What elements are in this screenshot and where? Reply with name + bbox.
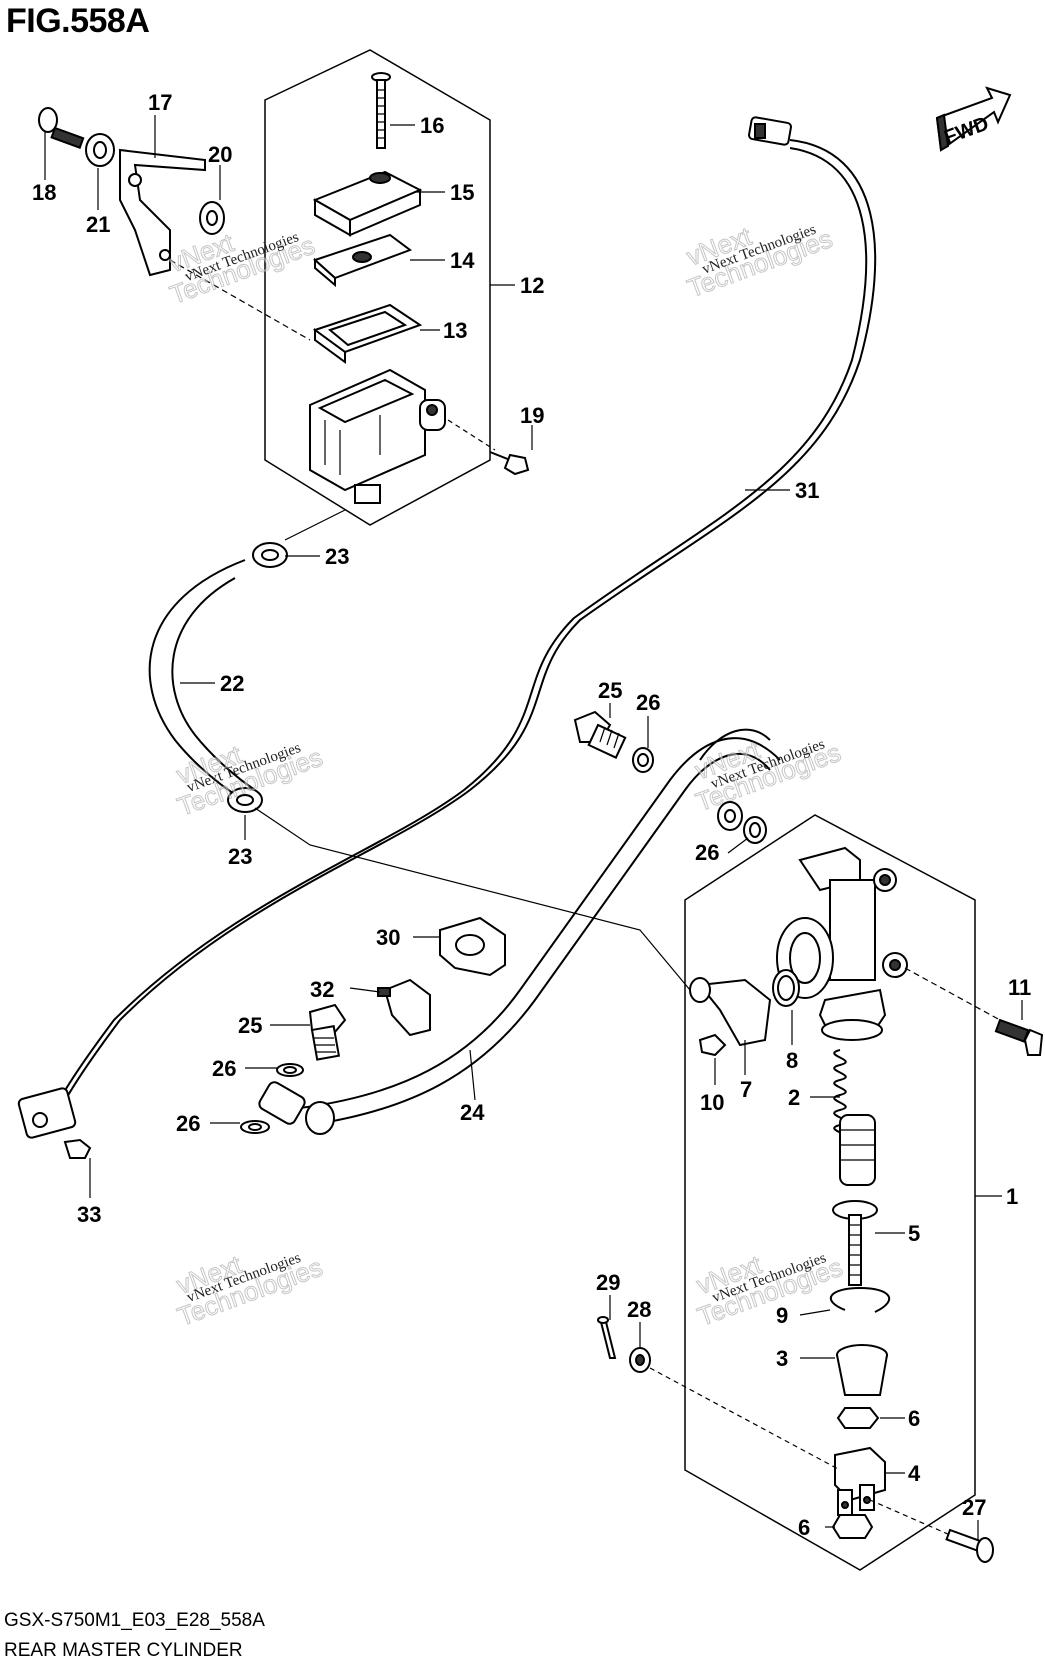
callout-19: 19 <box>520 403 544 428</box>
callout-21: 21 <box>86 212 110 237</box>
pushrod-5 <box>832 1200 878 1286</box>
watermark-mid-right: vNext Technologies vNext Technologies <box>690 734 845 818</box>
callout-28: 28 <box>627 1297 651 1322</box>
cable-31 <box>59 139 877 1111</box>
washer-26-lower-a <box>276 1063 304 1077</box>
cotter-pin-29 <box>597 1316 617 1359</box>
leader-lines <box>44 115 1023 1540</box>
collar-21 <box>85 133 115 167</box>
callout-6-upper: 6 <box>908 1406 920 1431</box>
reservoir-cap-15 <box>312 170 423 237</box>
callout-32: 32 <box>310 977 334 1002</box>
callout-3: 3 <box>776 1346 788 1371</box>
union-bolt-25-lower <box>308 1003 347 1061</box>
callout-25-lower: 25 <box>238 1013 262 1038</box>
callout-7: 7 <box>740 1077 752 1102</box>
sensor-31 <box>17 1087 77 1139</box>
callout-8: 8 <box>786 1048 798 1073</box>
callout-11: 11 <box>1008 975 1031 1000</box>
piston <box>839 1114 876 1186</box>
watermark-bottom-right: vNext Technologies vNext Technologies <box>692 1248 847 1332</box>
callout-26-lower-b: 26 <box>176 1111 200 1136</box>
diaphragm-13 <box>312 303 423 364</box>
callout-5: 5 <box>908 1221 920 1246</box>
callout-31: 31 <box>795 478 819 503</box>
callout-24: 24 <box>460 1100 485 1125</box>
callout-13: 13 <box>443 318 467 343</box>
sensor-connector <box>748 116 792 146</box>
callout-26-lower-a: 26 <box>212 1056 236 1081</box>
hose-24-fitting-lower <box>258 1081 335 1135</box>
clamp-23-bottom <box>227 787 263 813</box>
hose-24-fitting-upper <box>699 728 771 831</box>
callout-23-bottom: 23 <box>228 844 252 869</box>
clevis-pin-27 <box>945 1528 994 1563</box>
figure-title: FIG.558A <box>6 2 150 40</box>
callouts: 16 15 14 12 13 17 20 18 21 19 31 23 22 2… <box>32 90 1031 1540</box>
clevis-4 <box>834 1446 886 1516</box>
callout-22: 22 <box>220 671 244 696</box>
callout-23-top: 23 <box>325 544 349 569</box>
plate-14 <box>313 233 413 288</box>
callout-4: 4 <box>908 1461 921 1486</box>
callout-9: 9 <box>776 1303 788 1328</box>
master-cylinder-group-frame <box>684 814 976 1571</box>
hose-22 <box>148 559 246 801</box>
callout-18: 18 <box>32 180 56 205</box>
bracket-17 <box>119 148 206 277</box>
screw-16 <box>371 72 391 149</box>
bolt-18 <box>38 107 85 149</box>
callout-1: 1 <box>1006 1184 1018 1209</box>
watermark-bottom-left: vNext Technologies vNext Technologies <box>172 1248 327 1332</box>
callout-6-lower: 6 <box>798 1515 810 1540</box>
washer-28 <box>629 1347 651 1373</box>
clamp-23-top <box>252 542 288 568</box>
bolt-19 <box>489 451 530 476</box>
circlip-9 <box>830 1286 890 1313</box>
callout-29: 29 <box>596 1270 620 1295</box>
callout-2: 2 <box>788 1085 800 1110</box>
nut-6-upper <box>836 1407 880 1429</box>
callout-25-upper: 25 <box>598 678 622 703</box>
watermark-top-left: vNext Technologies vNext Technologies <box>164 227 319 311</box>
clamp-32 <box>377 978 431 1037</box>
o-ring-8 <box>772 969 800 1007</box>
reservoir-body <box>309 368 446 504</box>
fwd-arrow-icon: FWD <box>935 86 1012 152</box>
screw-10 <box>698 1033 727 1057</box>
callout-20: 20 <box>208 142 232 167</box>
callout-33: 33 <box>77 1202 101 1227</box>
callout-27: 27 <box>962 1495 986 1520</box>
bolt-33 <box>63 1138 92 1159</box>
callout-26-upper: 26 <box>636 690 660 715</box>
figure-name: REAR MASTER CYLINDER <box>4 1640 243 1661</box>
washer-26-lower-b <box>240 1120 270 1134</box>
nut-6-lower <box>831 1514 874 1539</box>
washer-26-upper <box>632 747 654 773</box>
washer-26-right <box>743 816 767 844</box>
callout-15: 15 <box>450 180 474 205</box>
callout-10: 10 <box>700 1090 724 1115</box>
callout-12: 12 <box>520 273 544 298</box>
callout-30: 30 <box>376 925 400 950</box>
grommet-20 <box>199 201 225 235</box>
callout-26-right: 26 <box>695 840 719 865</box>
boot-3 <box>836 1344 888 1396</box>
hose-24 <box>299 737 781 1109</box>
bolt-11 <box>994 1018 1044 1056</box>
clamp-30 <box>439 916 506 977</box>
reservoir-group-frame <box>264 49 491 526</box>
union-bolt-25-upper <box>573 710 627 759</box>
callout-16: 16 <box>420 113 444 138</box>
figure-code: GSX-S750M1_E03_E28_558A <box>4 1610 265 1631</box>
master-cylinder-body <box>776 846 908 1041</box>
callout-14: 14 <box>450 248 475 273</box>
callout-17: 17 <box>148 90 172 115</box>
inlet-connector-7 <box>689 977 772 1047</box>
watermark-top-right: vNext Technologies vNext Technologies <box>682 220 837 304</box>
